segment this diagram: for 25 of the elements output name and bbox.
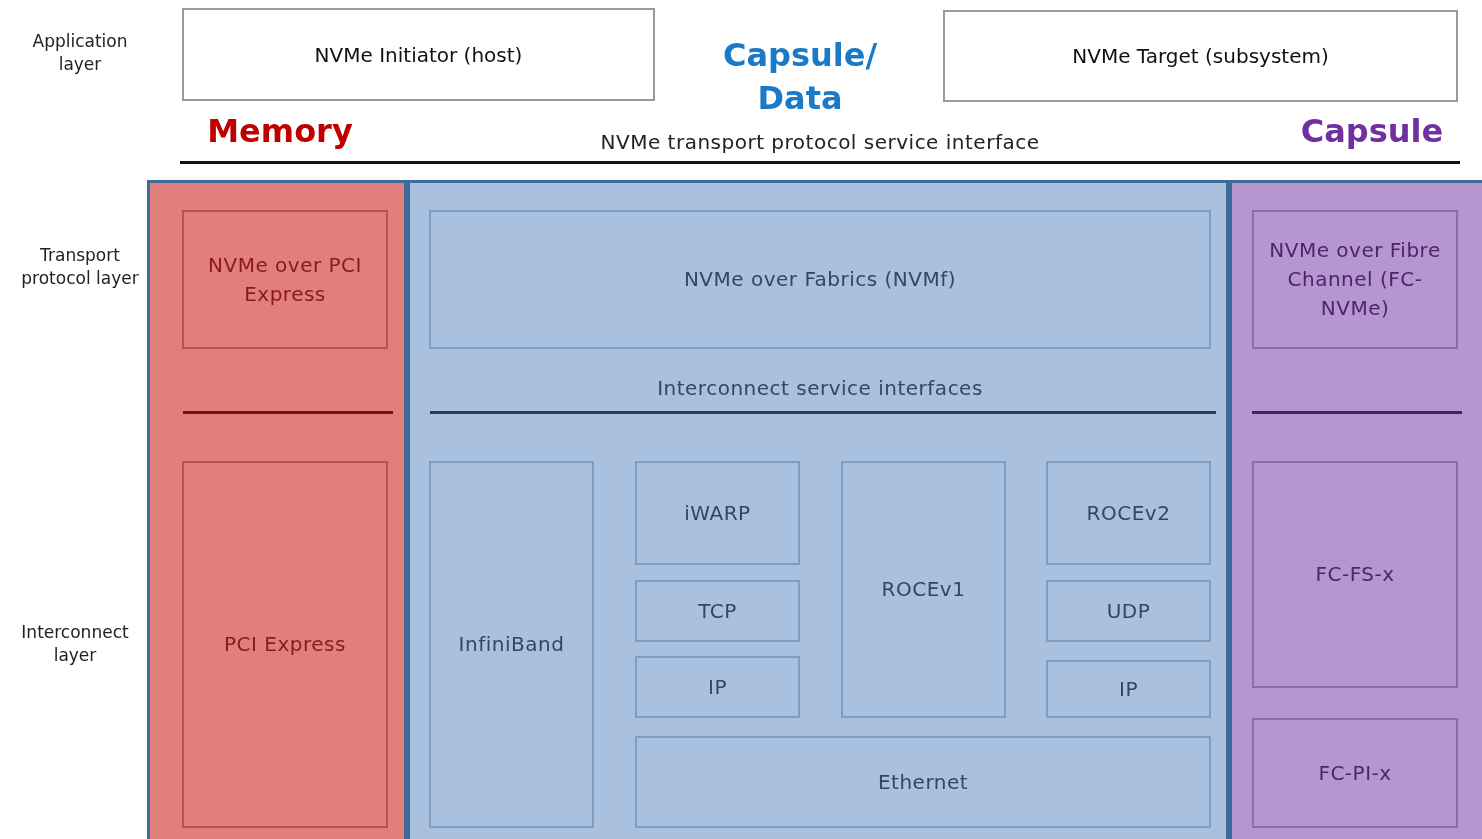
protocol-box: ROCEv1	[841, 461, 1006, 718]
protocol-box: IP	[1046, 660, 1211, 718]
protocol-box: TCP	[635, 580, 800, 642]
protocol-box: NVMe over PCI Express	[182, 210, 388, 349]
protocol-box: NVMe over Fibre Channel (FC-NVMe)	[1252, 210, 1458, 349]
protocol-box: IP	[635, 656, 800, 718]
protocol-box: iWARP	[635, 461, 800, 565]
column-heading: Capsule/ Data	[721, 35, 879, 120]
protocol-box: FC-FS-x	[1252, 461, 1458, 688]
protocol-box: NVMe over Fabrics (NVMf)	[429, 210, 1211, 349]
layer-label: Application layer	[31, 30, 129, 76]
application-box: NVMe Initiator (host)	[182, 8, 655, 101]
application-box: NVMe Target (subsystem)	[943, 10, 1458, 102]
layer-label: Transport protocol layer	[20, 244, 140, 290]
layer-label: Interconnect service interfaces	[656, 375, 984, 402]
column-heading: Capsule	[1299, 111, 1445, 152]
layer-label: Interconnect layer	[20, 621, 130, 667]
column-heading: Memory	[206, 111, 354, 152]
protocol-box: FC-PI-x	[1252, 718, 1458, 828]
protocol-box: Ethernet	[635, 736, 1211, 828]
protocol-box: InfiniBand	[429, 461, 594, 828]
layer-column	[407, 180, 1229, 839]
protocol-box: ROCEv2	[1046, 461, 1211, 565]
protocol-box: PCI Express	[182, 461, 388, 828]
protocol-box: UDP	[1046, 580, 1211, 642]
